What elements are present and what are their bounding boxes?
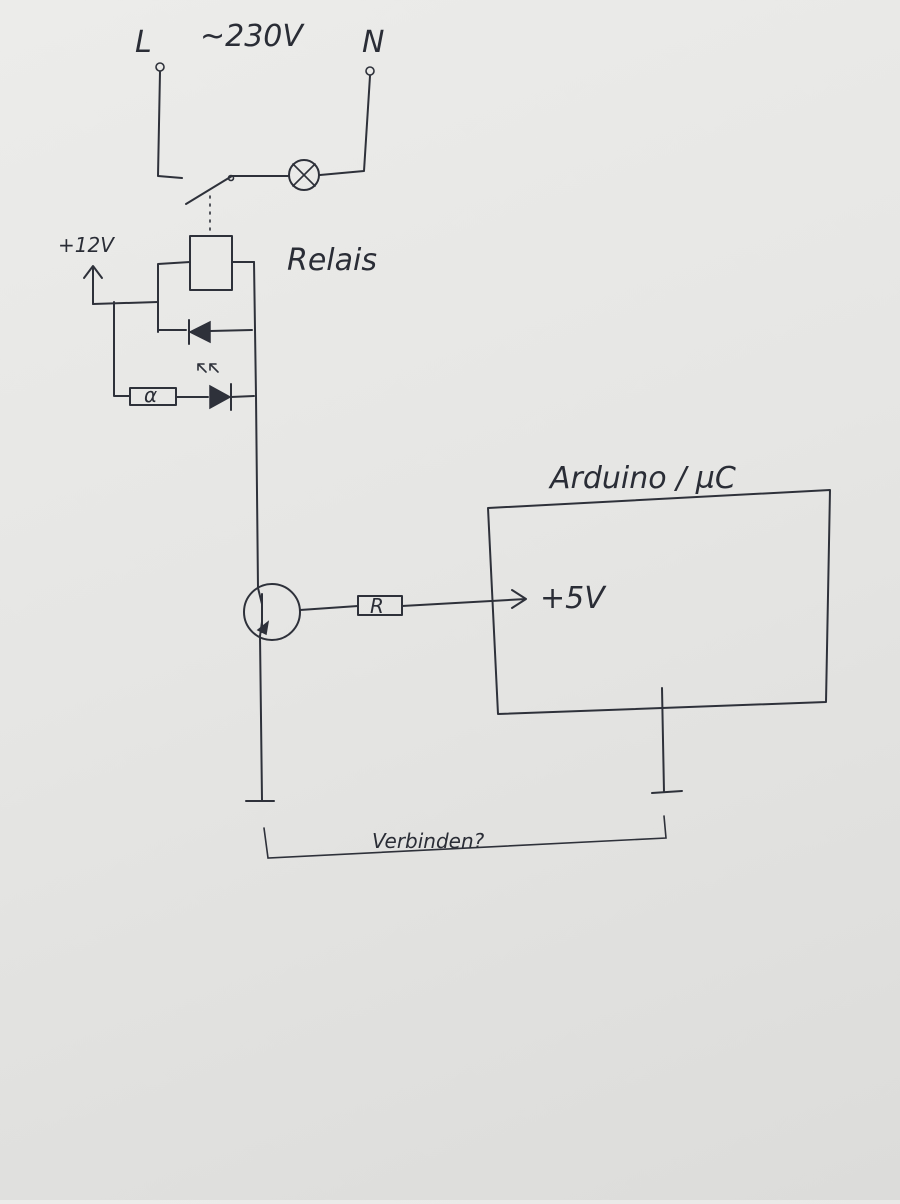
controller-ground-wire [661,687,665,793]
supply-12v-label: +12V [58,233,115,257]
relay-switch-contact [185,175,289,205]
neutral-terminal [365,66,375,76]
relay-section: Relais +12V α [58,233,377,411]
switch-pivot [227,174,235,182]
question-label: Verbinden? [372,829,485,853]
controller-section: Arduino / µC +5V [487,461,831,794]
neutral-label: N [362,25,384,60]
emitter-wire [259,635,263,801]
controller-ground-symbol [651,790,683,794]
supply-12v-arrow [83,265,103,305]
indicator-led [197,363,232,411]
driver-section: R [243,261,527,802]
controller-box [487,489,831,715]
npn-transistor [243,583,301,641]
relay-coil [189,235,233,291]
mains-circuit: L ~230V N [135,19,384,233]
base-wire [299,605,359,611]
connection-bracket [263,815,667,859]
coil-left-lead [157,261,191,333]
phase-wire [157,71,183,179]
relay-label: Relais [287,243,377,278]
flyback-diode [188,319,211,345]
led-branch-wire [113,301,131,397]
phase-terminal [155,62,165,72]
phase-label: L [135,25,152,60]
signal-arrow [401,589,527,609]
base-resistor-label: R [370,594,384,618]
flyback-right-wire [209,329,253,332]
supply-bus [92,301,159,305]
collector-wire [253,261,259,589]
neutral-wire [319,75,371,176]
output-5v-label: +5V [540,581,607,616]
ground-connection-query: Verbinden? [263,815,667,859]
controller-label: Arduino / µC [548,461,736,496]
led-to-collector-wire [230,395,255,398]
lamp-symbol [288,159,320,191]
voltage-ac-label: ~230V [200,19,305,54]
led-resistor-label: α [144,383,157,407]
